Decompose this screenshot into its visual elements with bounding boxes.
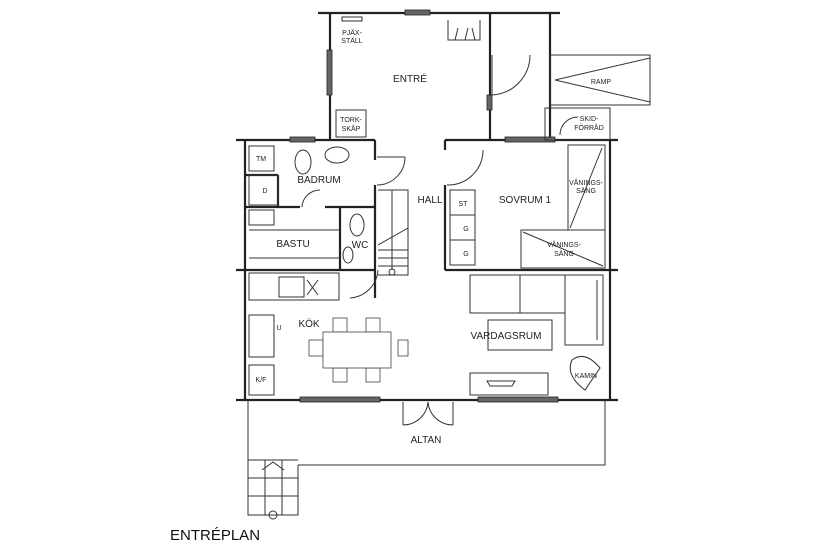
label-vardagsrum: VARDAGSRUM xyxy=(471,331,542,342)
label-st: ST xyxy=(459,201,469,208)
label-torkskap: TORK- xyxy=(340,117,362,124)
label-bastu: BASTU xyxy=(276,239,309,250)
label-altan: ALTAN xyxy=(411,435,442,446)
label-kf: K/F xyxy=(256,377,267,384)
label-tm: TM xyxy=(256,156,266,163)
ramp-and-storage xyxy=(544,54,651,141)
label-hall: HALL xyxy=(417,195,442,206)
room-labels: PJÄX- STÄLL ENTRÉ TORK- SKÅP RAMP SKID- … xyxy=(256,29,612,446)
plan-title: ENTRÉPLAN xyxy=(170,527,261,544)
label-kamin: KAMIN xyxy=(575,373,597,380)
label-skidforrad: SKID- xyxy=(580,116,599,123)
label-skidforrad-2: FÖRRÅD xyxy=(574,123,604,132)
label-u: U xyxy=(276,325,281,332)
label-ramp: RAMP xyxy=(591,79,612,86)
label-vaningssang-1b: SÄNG xyxy=(576,187,596,195)
label-pjaxstall-2: STÄLL xyxy=(341,37,363,45)
label-badrum: BADRUM xyxy=(297,175,340,186)
label-vaningssang-1: VÅNINGS- xyxy=(569,178,604,187)
label-pjaxstall: PJÄX- xyxy=(342,29,363,37)
label-entre: ENTRÉ xyxy=(393,72,427,85)
label-g2: G xyxy=(463,251,468,258)
fixtures xyxy=(248,16,606,396)
label-vaningssang-2: VÅNINGS- xyxy=(547,240,582,249)
walls xyxy=(236,11,618,520)
label-vaningssang-2b: SÄNG xyxy=(554,250,574,258)
doors xyxy=(301,54,531,426)
label-d: D xyxy=(262,188,267,195)
label-g1: G xyxy=(463,226,468,233)
label-wc: WC xyxy=(352,240,369,251)
label-torkskap-2: SKÅP xyxy=(342,124,361,133)
windows xyxy=(289,9,559,403)
label-sovrum-1: SOVRUM 1 xyxy=(499,195,552,206)
label-kok: KÖK xyxy=(298,318,319,330)
